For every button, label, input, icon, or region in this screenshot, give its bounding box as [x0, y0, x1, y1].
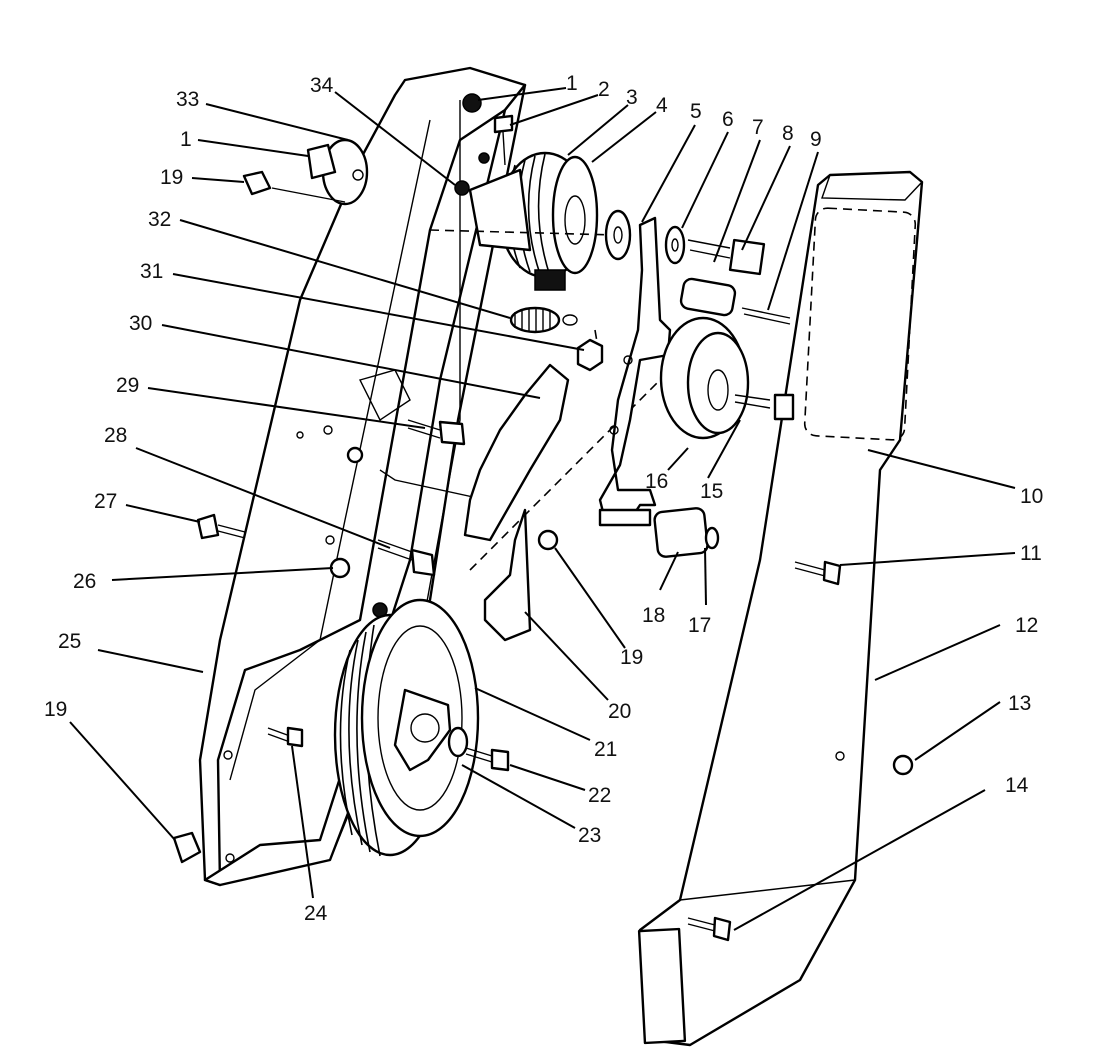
callout-19a: 19 [160, 166, 183, 189]
callout-4: 4 [656, 94, 668, 117]
lower-pulley [333, 598, 480, 857]
callout-14: 14 [1005, 774, 1029, 797]
nut-31 [576, 338, 604, 372]
callout-11: 11 [1020, 542, 1042, 565]
fasteners [172, 93, 914, 942]
callout-24: 24 [304, 902, 328, 925]
callout-26: 26 [73, 570, 96, 593]
callout-22: 22 [588, 784, 611, 807]
callout-1a: 1 [566, 72, 578, 95]
callout-32: 32 [148, 208, 171, 231]
callout-30: 30 [129, 312, 152, 335]
idler-pulley [659, 316, 795, 440]
callout-9: 9 [810, 128, 822, 151]
spring [509, 306, 578, 334]
callout-23: 23 [578, 824, 601, 847]
callout-10: 10 [1020, 485, 1043, 508]
callout-29: 29 [116, 374, 139, 397]
belt-cover [637, 170, 924, 1047]
callout-2: 2 [598, 78, 610, 101]
callout-16: 16 [645, 470, 668, 493]
leader-lines [69, 87, 1016, 931]
idler-hardware [604, 209, 791, 325]
callout-19b: 19 [620, 646, 643, 669]
callout-13: 13 [1008, 692, 1031, 715]
callout-25: 25 [58, 630, 81, 653]
callout-3: 3 [626, 86, 638, 109]
callout-6: 6 [722, 108, 734, 131]
callout-19c: 19 [44, 698, 67, 721]
callout-27: 27 [94, 490, 117, 513]
callout-1b: 1 [180, 128, 192, 151]
spacer-parts [598, 507, 720, 558]
callout-5: 5 [690, 100, 702, 123]
callout-7: 7 [752, 116, 764, 139]
callout-28: 28 [104, 424, 127, 447]
callout-15: 15 [700, 480, 723, 503]
belt-guide [463, 363, 570, 642]
callout-20: 20 [608, 700, 631, 723]
callout-labels: 1 1 2 3 4 5 6 7 8 9 10 11 12 13 14 15 16… [44, 72, 1043, 925]
callout-31: 31 [140, 260, 163, 283]
callout-34: 34 [310, 74, 334, 97]
callout-21: 21 [594, 738, 617, 761]
upper-pulley [468, 151, 599, 291]
callout-33: 33 [176, 88, 199, 111]
callout-17: 17 [688, 614, 711, 637]
callout-8: 8 [782, 122, 794, 145]
callout-18: 18 [642, 604, 665, 627]
callout-12: 12 [1015, 614, 1038, 637]
